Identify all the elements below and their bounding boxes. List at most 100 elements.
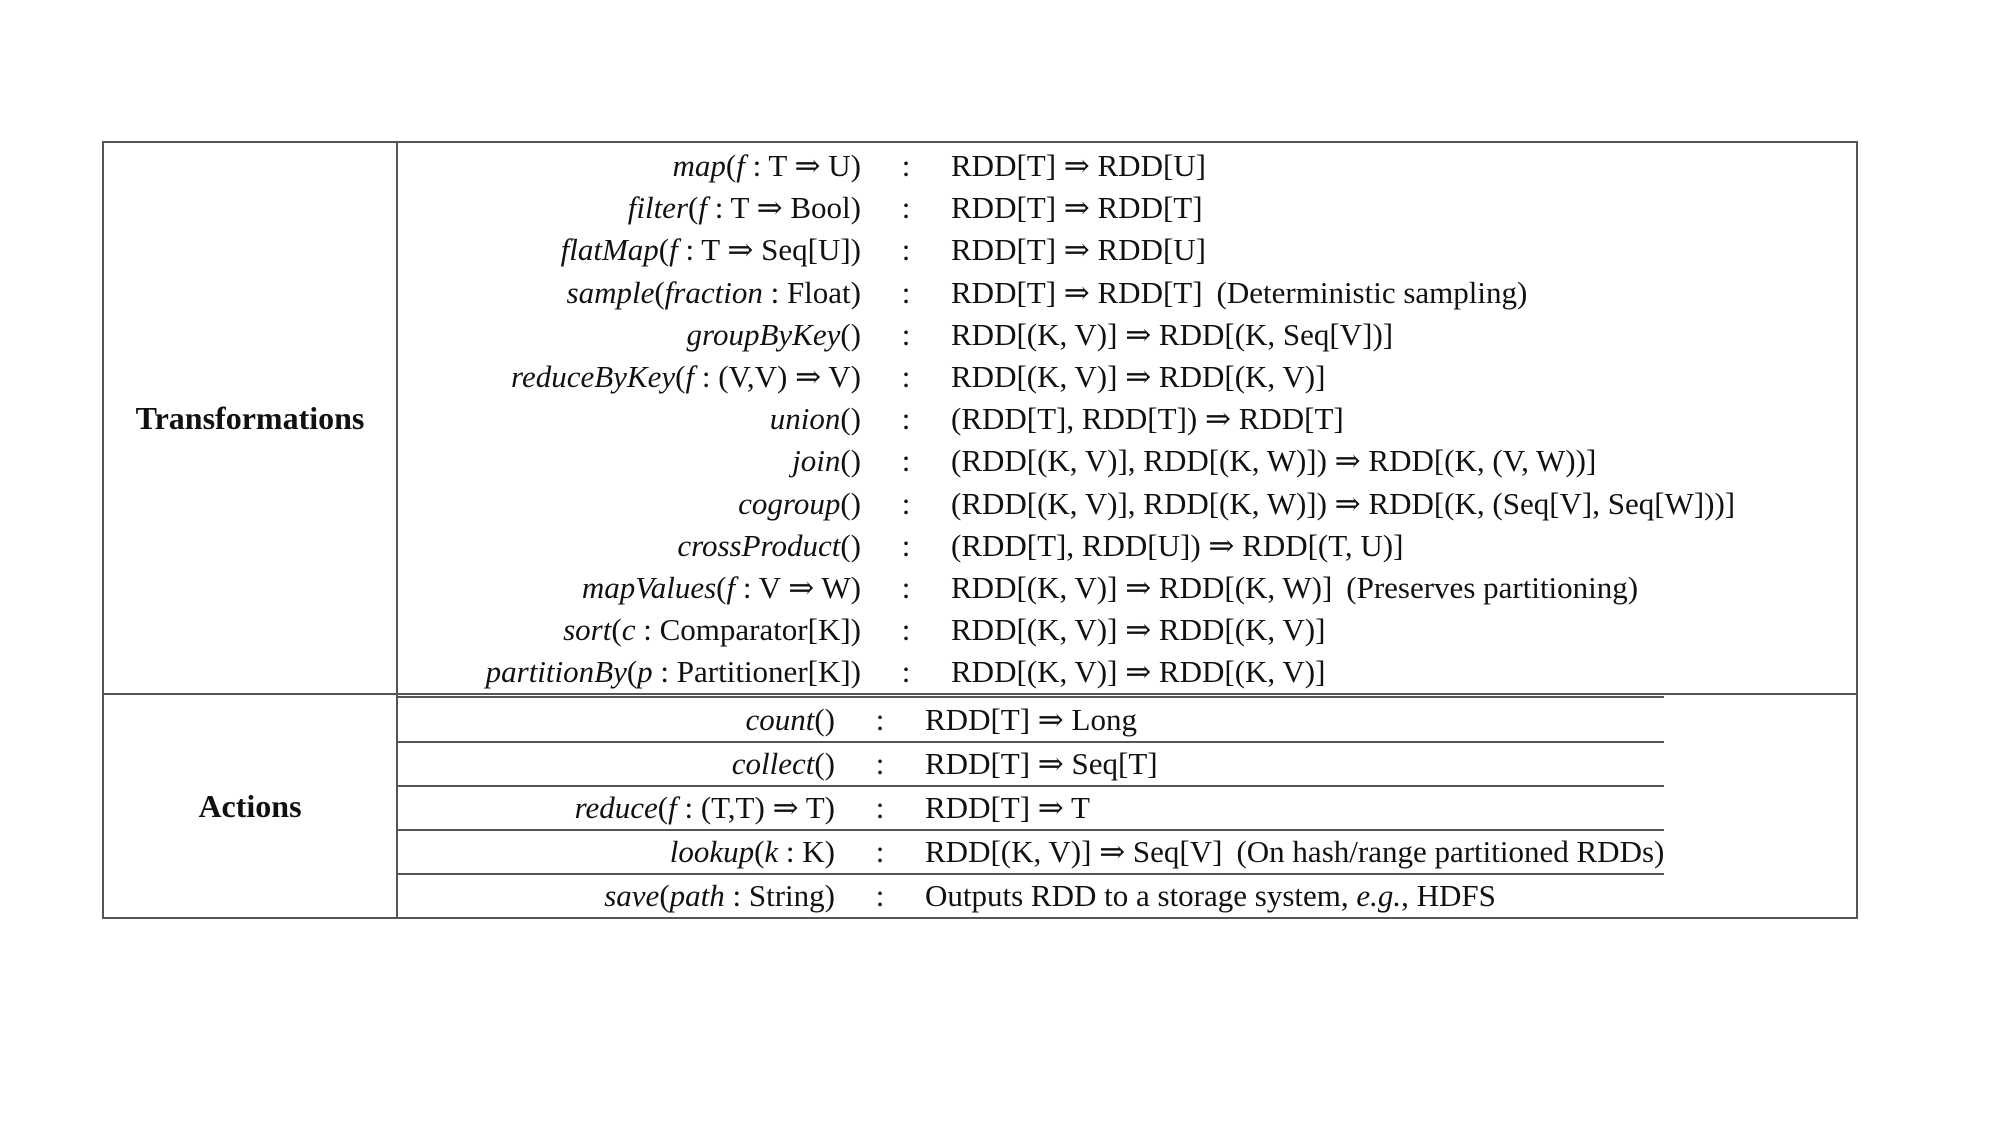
signature-open: (: [716, 569, 727, 605]
operation-result: RDD[T] ⇒ RDD[T](Deterministic sampling): [951, 272, 1735, 314]
transformations-section: Transformations map(f : T ⇒ U): RDD[T] ⇒ …: [103, 142, 1857, 695]
operation-name: union: [769, 401, 841, 437]
signature-type: : T ⇒ U): [744, 148, 861, 184]
signature-type: : (V,V) ⇒ V): [694, 359, 861, 395]
separator-colon: :: [901, 527, 911, 563]
result-type: RDD[T] ⇒ Long: [925, 701, 1137, 737]
operation-row: crossProduct(): (RDD[T], RDD[U]) ⇒ RDD[(T…: [398, 525, 1735, 567]
signature-arg: c: [621, 612, 636, 648]
operation-row: sort(c : Comparator[K]):RDD[(K, V)] ⇒ RD…: [398, 609, 1735, 651]
operation-result: (RDD[T], RDD[T]) ⇒ RDD[T]: [951, 398, 1735, 440]
signature-open: (): [814, 701, 835, 737]
operation-result: RDD[T] ⇒ Seq[T]: [925, 740, 1665, 786]
result-type: RDD[T] ⇒ RDD[U]: [951, 148, 1206, 184]
result-type: RDD[(K, V)] ⇒ Seq[V]: [925, 834, 1223, 870]
result-type: RDD[(K, V)] ⇒ RDD[(K, Seq[V])]: [951, 316, 1394, 352]
separator-colon: :: [901, 569, 911, 605]
operation-name: crossProduct: [677, 527, 841, 563]
operation-row: partitionBy(p : Partitioner[K]): RDD[(K, …: [398, 651, 1735, 693]
operation-name: filter: [627, 190, 689, 226]
operation-name: count: [745, 701, 815, 737]
signature-open: (: [725, 148, 737, 184]
result-type: (RDD[(K, V)], RDD[(K, W)]) ⇒ RDD[(K, (Se…: [951, 485, 1736, 521]
result-type: RDD[T] ⇒ Seq[T]: [925, 745, 1158, 781]
signature-open: (: [754, 834, 765, 870]
operation-result: RDD[T] ⇒ RDD[U]: [951, 229, 1735, 271]
signature-type: : Comparator[K]): [635, 612, 861, 648]
operation-row: groupByKey():RDD[(K, V)] ⇒ RDD[(K, Seq[V…: [398, 314, 1735, 356]
operation-name: join: [792, 443, 841, 479]
transformations-label: Transformations: [103, 142, 398, 695]
result-type: RDD[(K, V)] ⇒ RDD[(K, V)]: [951, 612, 1326, 648]
signature-arg: f: [668, 789, 677, 825]
operation-name: reduceByKey: [511, 359, 676, 395]
operation-result: RDD[T] ⇒ Long: [925, 696, 1665, 742]
signature-open: (: [659, 878, 670, 914]
result-type: (RDD[T], RDD[U]) ⇒ RDD[(T, U)]: [951, 527, 1404, 563]
operation-result: RDD[T] ⇒ RDD[U]: [951, 145, 1735, 187]
operation-signature: map(f : T ⇒ U): [398, 145, 861, 187]
result-type: (RDD[T], RDD[T]) ⇒ RDD[T]: [951, 401, 1344, 437]
signature-open: (): [840, 527, 861, 563]
signature-open: (): [840, 316, 861, 352]
signature-type: : V ⇒ W): [735, 569, 861, 605]
result-note: (On hash/range partitioned RDDs): [1236, 834, 1665, 870]
result-type: RDD[T] ⇒ RDD[T]: [951, 190, 1203, 226]
operation-row: sample(fraction : Float):RDD[T] ⇒ RDD[T]…: [398, 272, 1735, 314]
operation-signature: sample(fraction : Float): [398, 272, 862, 314]
signature-type: : K): [778, 834, 835, 870]
operation-row: join(): (RDD[(K, V)], RDD[(K, W)]) ⇒ RDD[…: [398, 440, 1735, 482]
signature-type: : T ⇒ Bool): [706, 190, 861, 226]
separator-colon: :: [835, 873, 925, 918]
operation-name: flatMap: [560, 232, 659, 268]
signature-open: (: [688, 190, 699, 226]
operation-result: RDD[(K, V)] ⇒ Seq[V] (On hash/range parti…: [925, 828, 1665, 875]
operation-row: filter(f : T ⇒ Bool):RDD[T] ⇒ RDD[T]: [398, 187, 1735, 229]
signature-arg: f: [685, 359, 695, 395]
separator-colon: :: [901, 232, 911, 268]
signature-open: (): [840, 443, 861, 479]
operation-row: union():(RDD[T], RDD[T]) ⇒ RDD[T]: [398, 398, 1735, 440]
result-type: RDD[(K, V)] ⇒ RDD[(K, W)]: [951, 569, 1333, 605]
result-type: RDD[T] ⇒ RDD[U]: [951, 232, 1206, 268]
operation-signature: count(): [398, 696, 835, 742]
operation-signature: reduce(f : (T,T) ⇒ T): [398, 784, 835, 830]
signature-type: : T ⇒ Seq[U]): [677, 232, 861, 268]
signature-type: : Float): [762, 274, 861, 310]
separator-colon: :: [901, 443, 911, 479]
signature-open: (): [814, 745, 835, 781]
signature-arg: p: [637, 654, 653, 690]
operation-name: cogroup: [738, 485, 841, 521]
separator-colon: :: [901, 654, 911, 690]
operation-signature: join(): [398, 440, 861, 482]
result-type: RDD[(K, V)] ⇒ RDD[(K, V)]: [951, 654, 1326, 690]
operation-signature: cogroup(): [398, 483, 861, 525]
signature-type: : Partitioner[K]): [652, 654, 861, 690]
signature-open: (: [626, 654, 638, 690]
operation-signature: union(): [398, 398, 861, 440]
operation-row: lookup(k : K):RDD[(K, V)] ⇒ Seq[V](On ha…: [398, 828, 1665, 875]
operation-row: count():RDD[T] ⇒ Long: [398, 696, 1665, 742]
separator-colon: :: [835, 784, 925, 830]
signature-open: (: [675, 359, 686, 395]
operation-name: partitionBy: [485, 654, 627, 690]
operation-name: save: [604, 878, 660, 914]
operation-result: RDD[(K, V)] ⇒ RDD[(K, W)] (Preserves part…: [951, 567, 1735, 609]
operation-result: (RDD[T], RDD[U]) ⇒ RDD[(T, U)]: [951, 525, 1735, 567]
operation-result: (RDD[(K, V)], RDD[(K, W)]) ⇒ RDD[(K, (V,…: [951, 440, 1735, 482]
separator-colon: :: [901, 316, 911, 352]
result-note: (Preserves partitioning): [1346, 569, 1639, 605]
operation-result: RDD[T] ⇒ T: [925, 784, 1665, 830]
separator-colon: :: [901, 148, 911, 184]
operation-row: flatMap(f : T ⇒ Seq[U]):RDD[T] ⇒ RDD[U]: [398, 229, 1735, 271]
signature-open: (: [658, 232, 670, 268]
signature-type: : String): [724, 878, 835, 914]
result-type: RDD[(K, V)] ⇒ RDD[(K, V)]: [951, 359, 1326, 395]
separator-colon: :: [901, 485, 911, 521]
operation-signature: sort(c : Comparator[K]): [398, 609, 861, 651]
operation-signature: crossProduct(): [398, 525, 861, 567]
operation-result: RDD[T] ⇒ RDD[T]: [951, 187, 1735, 229]
operation-row: save(path : String):Outputs RDD to a sto…: [398, 873, 1665, 918]
signature-arg: f: [736, 148, 745, 184]
transformations-list: map(f : T ⇒ U):RDD[T] ⇒ RDD[U]filter(f :…: [398, 145, 1736, 693]
